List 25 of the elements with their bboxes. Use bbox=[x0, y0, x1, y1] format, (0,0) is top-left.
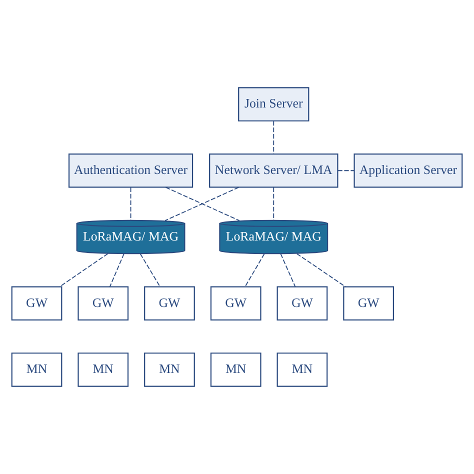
connector bbox=[296, 253, 346, 288]
node-box: GW bbox=[343, 286, 394, 320]
node-box: MN bbox=[11, 352, 62, 387]
node-box: MN bbox=[276, 352, 328, 387]
node-box: MN bbox=[78, 352, 129, 387]
connector bbox=[273, 187, 274, 221]
node-box: Join Server bbox=[238, 87, 310, 122]
node-box: Application Server bbox=[354, 154, 463, 188]
connector bbox=[273, 120, 274, 154]
node-box: MN bbox=[144, 352, 195, 387]
connector bbox=[140, 253, 160, 288]
node-box: GW bbox=[210, 286, 262, 320]
node-box: GW bbox=[276, 286, 328, 320]
node-box: GW bbox=[11, 286, 62, 320]
connector bbox=[244, 253, 265, 288]
connector bbox=[109, 253, 124, 288]
node-box: Network Server/ LMA bbox=[209, 154, 338, 188]
node-box: Authentication Server bbox=[68, 154, 194, 188]
node-box: GW bbox=[144, 286, 195, 320]
connector bbox=[130, 187, 132, 221]
connector bbox=[337, 170, 355, 172]
node-box: MN bbox=[210, 352, 262, 387]
connector bbox=[59, 253, 108, 288]
connector bbox=[280, 253, 296, 288]
node-box: GW bbox=[78, 286, 129, 320]
